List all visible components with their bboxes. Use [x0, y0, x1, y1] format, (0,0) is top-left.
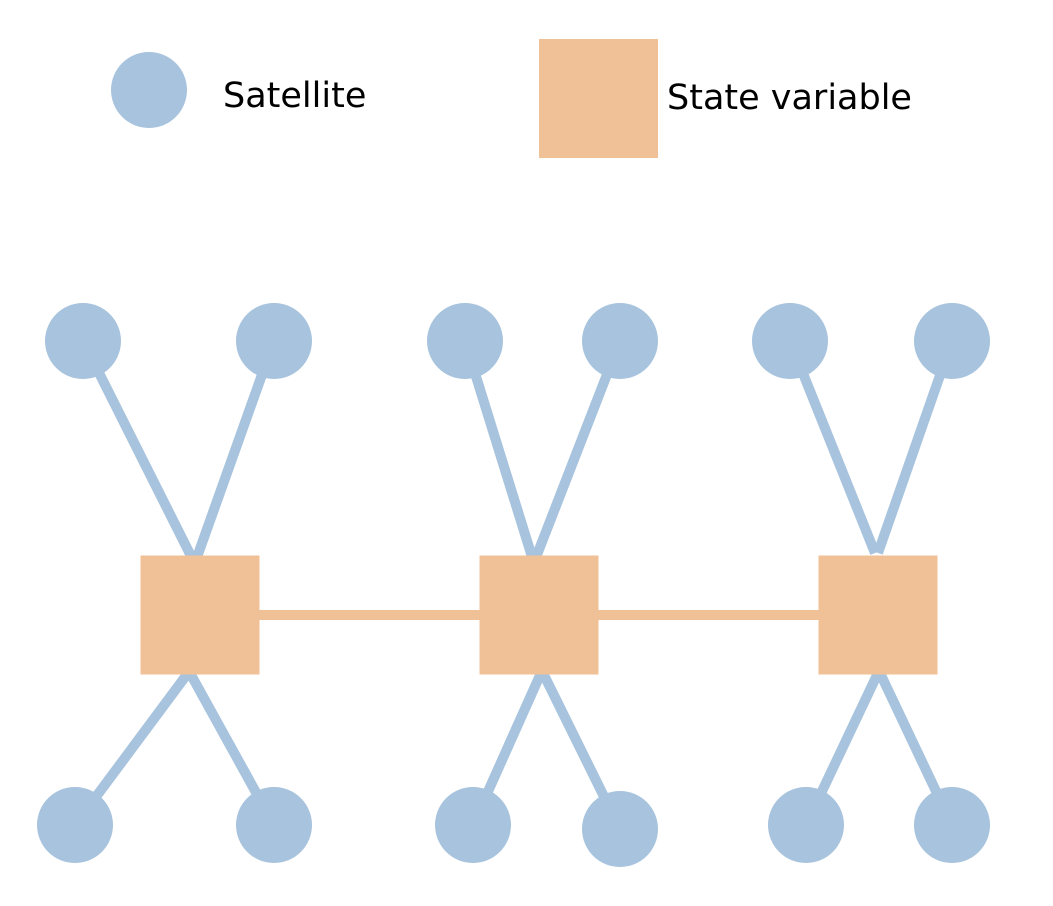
legend: Satellite State variable: [111, 39, 912, 158]
legend-state-variable-swatch: [539, 39, 658, 158]
satellite-node-t5: [752, 303, 828, 379]
satellite-link-t1: [78, 338, 198, 563]
satellite-link-t4: [530, 339, 625, 562]
satellite-link-t3: [460, 339, 538, 562]
satellite-link-t5: [785, 339, 880, 555]
satellite-node-t3: [427, 303, 503, 379]
state-variable-node-3: [818, 555, 938, 675]
state-variable-node-1: [140, 555, 260, 675]
satellite-node-b4: [582, 791, 658, 867]
satellite-link-t2: [191, 339, 279, 562]
legend-satellite-label: Satellite: [223, 76, 366, 116]
satellite-node-b2: [236, 787, 312, 863]
satellite-node-b5: [768, 787, 844, 863]
satellite-node-b6: [914, 787, 990, 863]
satellite-node-t1: [45, 303, 121, 379]
satellite-node-b3: [435, 787, 511, 863]
satellite-node-b1: [37, 787, 113, 863]
graph: [37, 303, 990, 867]
satellite-node-t4: [582, 303, 658, 379]
satellite-node-t2: [236, 303, 312, 379]
state-variable-node-2: [479, 555, 599, 675]
legend-state-variable-label: State variable: [667, 78, 912, 118]
legend-satellite-swatch: [111, 52, 187, 128]
nodes-layer: [37, 303, 990, 867]
satellite-node-t6: [914, 303, 990, 379]
